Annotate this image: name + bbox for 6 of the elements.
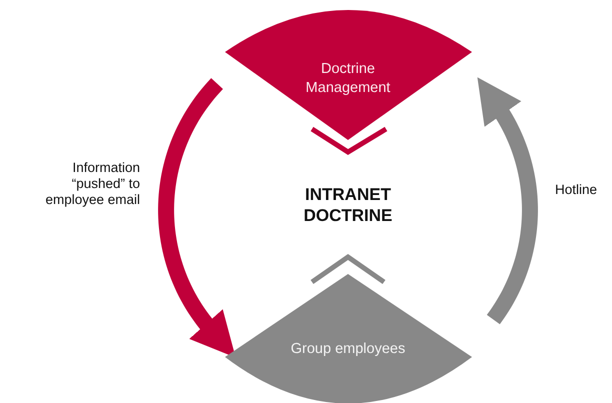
edge-label: Information “pushed” to employee email (44, 160, 140, 208)
edge-label: Hotline (555, 182, 598, 198)
node-label: Doctrine Management (304, 60, 392, 97)
curved-arrow (477, 77, 538, 326)
node-label: Group employees (290, 340, 406, 358)
center-title: INTRANET DOCTRINE (302, 184, 394, 226)
